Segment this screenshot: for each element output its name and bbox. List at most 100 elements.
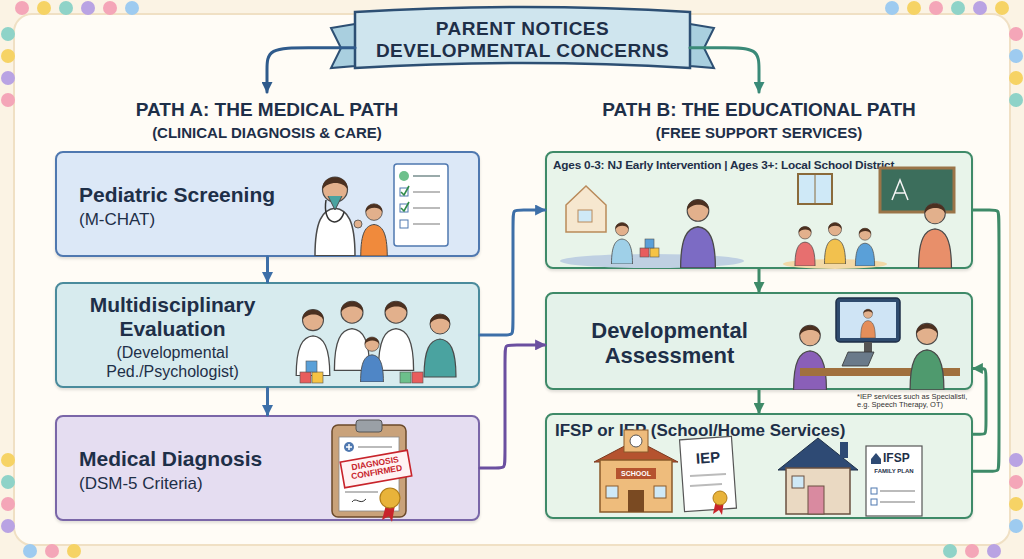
service-plan-icons [594,430,922,516]
classroom-scene [783,168,954,269]
process-box: Medical Diagnosis(DSM-5 Criteria) [55,415,480,521]
doctor-scene-part [413,223,440,225]
doctor-scene-part [361,204,388,256]
evaluation-team-part [400,372,411,383]
ribbon-tail [331,24,355,68]
ribbon-body [355,7,690,68]
flow-arrow [267,48,355,92]
title-banner: PARENT NOTICES DEVELOPMENTAL CONCERNS [355,8,690,72]
evaluation-team-part [361,337,384,382]
text-area: Pediatric Screening(M-CHAT) [79,153,329,259]
evaluation-team-part [412,372,423,383]
process-box: IFSP or IEP (School/Home Services) [545,413,973,519]
doctor-scene-part [413,207,440,209]
classroom-scene-part [824,223,845,264]
assessment-scene-part [840,302,896,338]
ribbon-tail [690,24,714,68]
diagnosis-clipboard-part [345,491,378,493]
early-intervention-scene [560,186,744,268]
corner-dots-part [1009,93,1023,107]
corner-dots-part [1009,475,1023,489]
node-subtitle: (CLINICAL DIAGNOSIS & CARE) [152,124,382,141]
service-plan-icons-part [628,490,644,512]
assessment-scene-part [800,368,960,376]
classroom-scene-part [815,174,816,204]
doctor-scene-part [400,204,408,212]
classroom-scene-part [795,226,815,266]
diagnosis-clipboard-part [352,499,366,502]
node-title: Developmental Assessment [557,318,782,369]
node-title: PARENT NOTICES DEVELOPMENTAL CONCERNS [365,18,680,62]
corner-dots-part [45,544,59,558]
corner-dots-part [951,1,965,15]
corner-dots-part [965,544,979,558]
corner-dots-part [987,544,1001,558]
corner-dots-part [1,453,15,467]
corner-dots-part [1,519,15,533]
service-plan-icons-part [616,468,656,479]
text-area: PATH B: THE EDUCATIONAL PATH(FREE SUPPOR… [543,94,975,146]
corner-dots-part [1009,49,1023,63]
classroom-scene-part [798,174,832,204]
doctor-scene-part [315,177,355,256]
corner-dots-part [1,27,15,41]
corner-dots-part [1,475,15,489]
diagnosis-clipboard-part [356,420,382,432]
early-intervention-scene-part [640,248,649,257]
evaluation-team-part [334,301,369,370]
diagnosis-clipboard-part [380,488,400,508]
corner-dots-part [929,1,943,15]
corner-dots-part [943,544,957,558]
service-plan-icons-part [600,460,672,512]
assessment-scene-part [861,309,876,338]
corner-dots-part [907,1,921,15]
corner-dots-part [1009,519,1023,533]
text-area: Medical Diagnosis(DSM-5 Criteria) [79,417,319,523]
service-plan-icons-part [792,476,804,488]
classroom-scene-part [880,168,954,212]
doctor-scene-part [325,200,344,222]
corner-dots-part [1,93,15,107]
assessment-scene-part [836,298,900,342]
doctor-scene-part [328,196,342,210]
process-box: Ages 0-3: NJ Early Intervention | Ages 3… [545,151,973,269]
service-plan-icons-part [713,491,727,505]
node-subtitle: (Developmental Ped./Psychologist) [65,344,280,381]
early-intervention-scene-part [650,248,659,257]
text-area: Multidisciplinary Evaluation(Development… [65,284,280,390]
evaluation-team-part [424,314,456,377]
path-column: PATH A: THE MEDICAL PATH (CLINICAL DIAGNO… [52,92,482,524]
diagnosis-clipboard-part [340,450,411,487]
diagnosis-clipboard-part [332,425,406,517]
early-intervention-scene-part [578,210,592,222]
node-subtitle: (DSM-5 Criteria) [79,474,203,494]
evaluation-team [296,301,456,383]
evaluation-team-part [378,301,413,370]
doctor-scene-part [400,188,408,196]
diagnosis-clipboard-part [339,437,399,511]
corner-dots-part [1009,453,1023,467]
corner-dots-part [1009,497,1023,511]
assessment-scene-part [910,323,944,390]
service-plan-icons-part [606,486,618,498]
evaluation-team-part [300,372,311,383]
diagnosis-clipboard-part [382,505,395,522]
doctor-scene-part [400,220,408,228]
flow-arrow [480,210,545,335]
node-title: Pediatric Screening [79,183,275,207]
node-title: PATH B: THE EDUCATIONAL PATH [602,99,915,121]
node-title: PATH A: THE MEDICAL PATH [136,99,398,121]
service-plan-icons-part [713,500,724,515]
service-plan-icons-part [778,438,858,470]
early-intervention-scene-part [645,239,654,248]
assessment-scene-part [794,325,827,390]
service-plan-icons-part [840,442,848,458]
node-title: Ages 0-3: NJ Early Intervention | Ages 3… [553,159,894,173]
flow-arrow [758,390,761,413]
doctor-scene [315,164,448,256]
corner-dots-part [67,544,81,558]
corner-dots-part [973,1,987,15]
service-plan-icons-part [871,499,877,505]
